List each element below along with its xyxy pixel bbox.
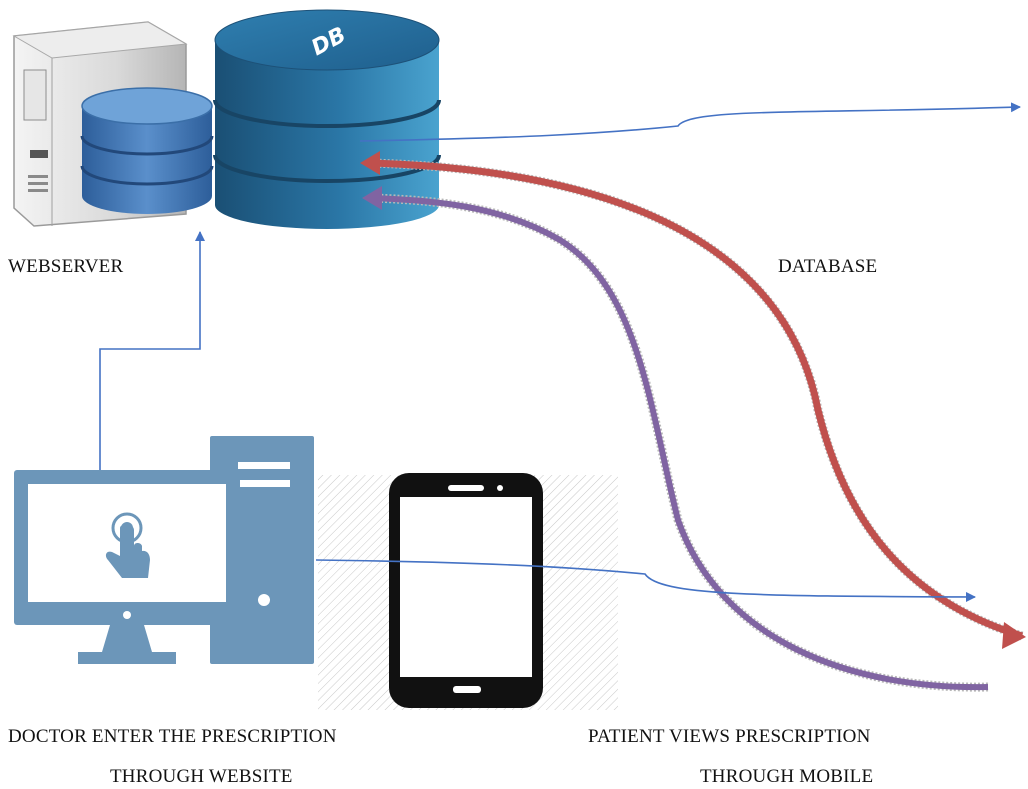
database-cylinder-icon: DB [213,9,441,229]
database-stack-icon [80,87,214,214]
desktop-computer-icon [14,436,314,664]
touch-hand-icon [105,512,150,578]
patient-caption-line2: THROUGH MOBILE [700,766,874,787]
db-to-external-connector [359,102,1021,142]
doctor-caption-line2: THROUGH WEBSITE [110,766,293,787]
red-arrowhead-right [1002,622,1026,649]
doctor-caption-line1: DOCTOR ENTER THE PRESCRIPTION [8,726,337,747]
purple-arrowhead-db [362,186,382,210]
red-arrowhead-db [360,151,380,175]
smartphone-icon [389,473,543,708]
patient-caption-line1: PATIENT VIEWS PRESCRIPTION [588,726,871,747]
computer-to-patient-connector [315,559,976,602]
computer-to-webserver-connector [99,231,205,470]
database-label: DATABASE [778,256,878,277]
webserver-label: WEBSERVER [8,256,124,277]
